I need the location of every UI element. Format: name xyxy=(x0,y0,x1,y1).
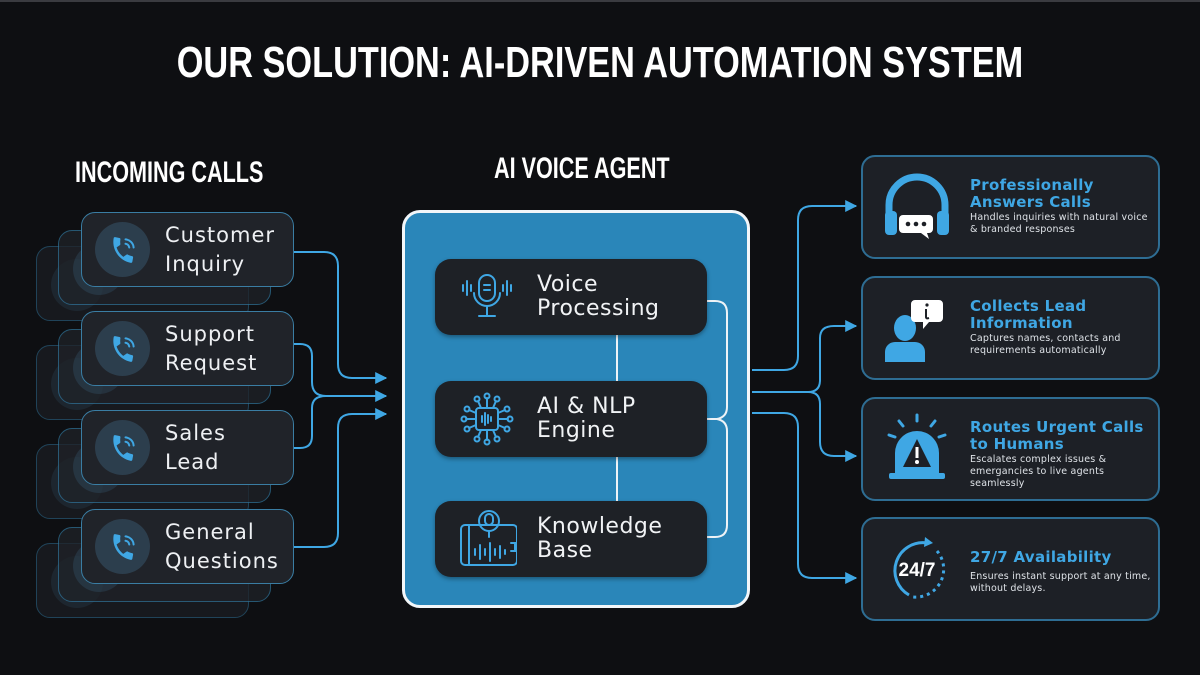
benefit-title: Professionally Answers Calls xyxy=(970,176,1094,211)
call-card-customer-inquiry[interactable]: Customer Inquiry xyxy=(36,212,296,322)
call-card-general-questions[interactable]: General Questions xyxy=(36,509,296,619)
call-card-sales-lead[interactable]: Sales Lead xyxy=(36,410,296,520)
connector-routes-urgent xyxy=(807,391,858,462)
connector-availability xyxy=(752,412,858,584)
module-ai-nlp-engine[interactable]: AI & NLP Engine xyxy=(435,381,707,457)
headset-chat-icon xyxy=(885,173,949,239)
module-voice-processing[interactable]: Voice Processing xyxy=(435,259,707,335)
connector-answers-calls xyxy=(752,200,858,371)
call-card[interactable]: General Questions xyxy=(81,509,294,584)
module-label: Knowledge Base xyxy=(537,514,663,563)
ai-chip-icon xyxy=(460,392,514,446)
phone-call-icon xyxy=(95,519,150,574)
knowledge-base-icon xyxy=(460,510,517,566)
page-title: OUR SOLUTION: AI-DRIVEN AUTOMATION SYSTE… xyxy=(176,38,1024,87)
module-label: AI & NLP Engine xyxy=(537,394,636,443)
alarm-siren-icon xyxy=(887,413,947,479)
connector-collects-lead xyxy=(752,320,858,393)
module-connector-lines xyxy=(616,300,728,538)
call-card-label: Sales Lead xyxy=(165,420,226,474)
top-border xyxy=(0,0,1200,2)
connector-sales-lead xyxy=(293,395,327,449)
ai-voice-agent-panel: Voice Processing AI & NLP Engine xyxy=(402,210,750,608)
call-card-label: Customer Inquiry xyxy=(165,222,276,276)
benefit-card-routes-urgent[interactable]: Routes Urgent Calls to Humans Escalates … xyxy=(861,397,1160,501)
benefit-title: Routes Urgent Calls to Humans xyxy=(970,418,1144,453)
connector-support-request xyxy=(293,343,388,402)
connector-customer-inquiry xyxy=(293,251,388,384)
phone-call-icon xyxy=(95,420,150,475)
phone-call-icon xyxy=(95,222,150,277)
microphone-icon xyxy=(462,274,512,317)
benefit-title: Collects Lead Information xyxy=(970,297,1087,332)
call-card-label: Support Request xyxy=(165,321,258,375)
benefit-card-availability[interactable]: 24/7 27/7 Availability Ensures instant s… xyxy=(861,517,1160,621)
benefit-card-collects-lead[interactable]: Collects Lead Information Captures names… xyxy=(861,276,1160,380)
connector-general-questions xyxy=(293,408,388,548)
user-info-icon xyxy=(885,300,943,362)
benefit-description: Escalates complex issues & emergancies t… xyxy=(970,454,1107,489)
module-label: Voice Processing xyxy=(537,272,660,321)
call-card-support-request[interactable]: Support Request xyxy=(36,311,296,421)
benefit-description: Captures names, contacts and requirement… xyxy=(970,333,1121,356)
module-knowledge-base[interactable]: Knowledge Base xyxy=(435,501,707,577)
call-card[interactable]: Customer Inquiry xyxy=(81,212,294,287)
benefit-description: Ensures instant support at any time, wit… xyxy=(970,571,1151,594)
availability-badge: 24/7 xyxy=(899,560,936,581)
incoming-calls-heading: INCOMING CALLS xyxy=(75,156,264,189)
call-card-label: General Questions xyxy=(165,519,279,573)
ai-voice-agent-heading: AI VOICE AGENT xyxy=(494,152,670,185)
phone-call-icon xyxy=(95,321,150,376)
benefit-title: 27/7 Availability xyxy=(970,548,1112,566)
clock-24-7-icon: 24/7 xyxy=(893,537,946,599)
call-card[interactable]: Sales Lead xyxy=(81,410,294,485)
call-card[interactable]: Support Request xyxy=(81,311,294,386)
benefit-description: Handles inquiries with natural voice & b… xyxy=(970,212,1148,235)
benefit-card-answers-calls[interactable]: Professionally Answers Calls Handles inq… xyxy=(861,155,1160,259)
